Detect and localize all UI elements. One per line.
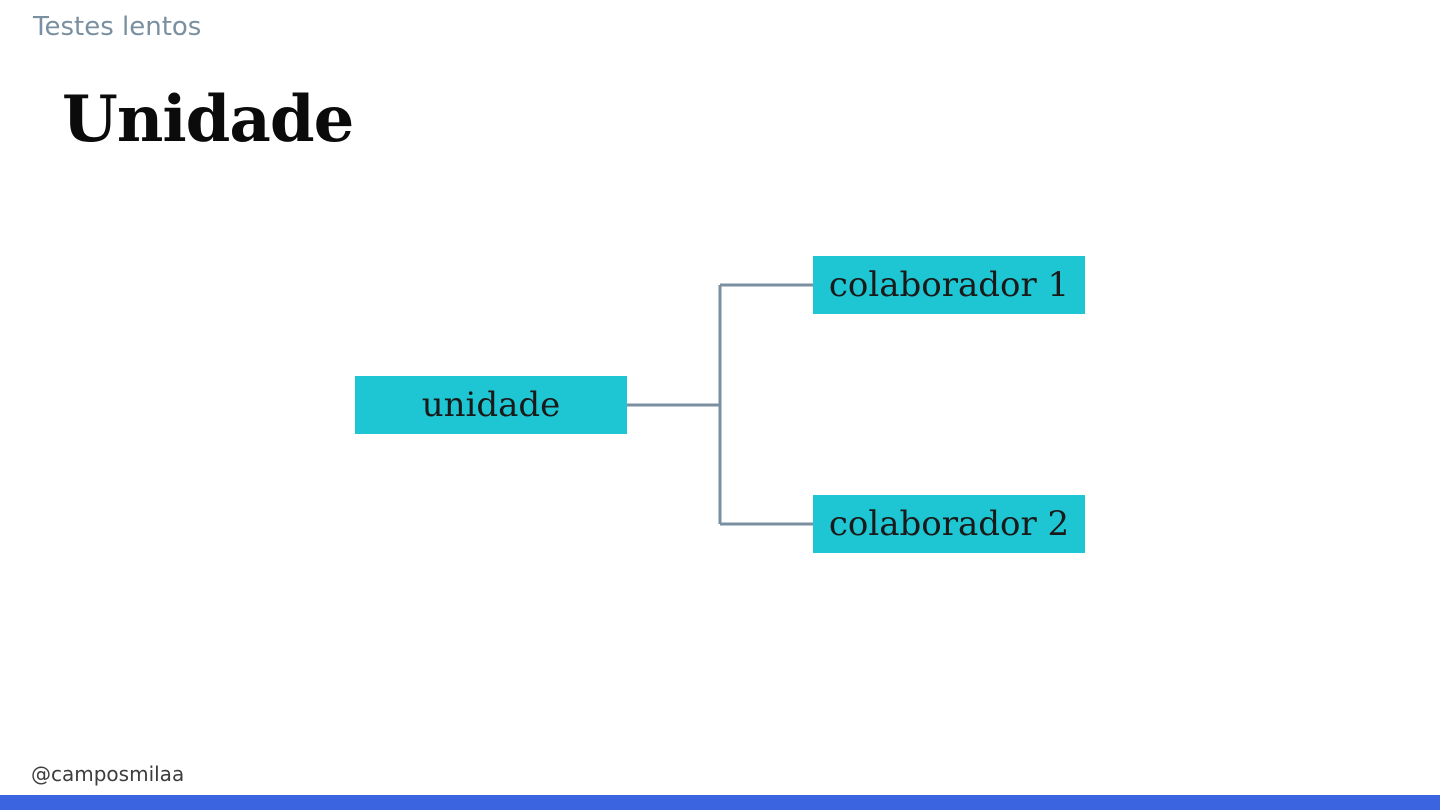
node-unidade: unidade [355,376,627,434]
slide-title: Unidade [62,82,354,157]
section-label: Testes lentos [33,12,202,42]
bottom-accent-bar [0,795,1440,810]
footer-handle: @camposmilaa [31,762,185,786]
node-colaborador-2: colaborador 2 [813,495,1085,553]
node-colaborador-1: colaborador 1 [813,256,1085,314]
